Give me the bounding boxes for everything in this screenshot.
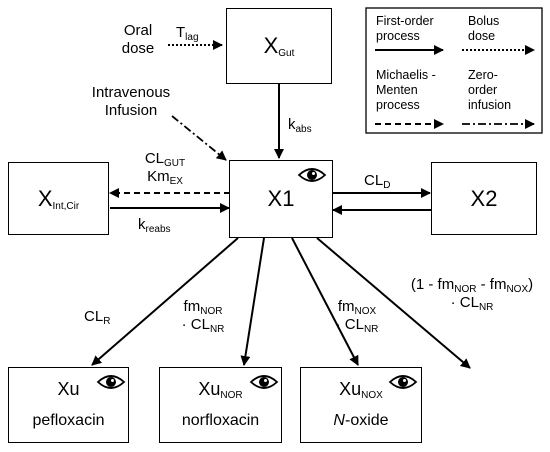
fmnox-arrow bbox=[291, 237, 359, 366]
iv-arrow bbox=[171, 115, 227, 161]
xu2-label: XuNOR bbox=[198, 379, 243, 401]
clgut-label: CLGUT KmEX bbox=[144, 150, 186, 187]
legend-bolus: Bolus dose bbox=[468, 14, 500, 43]
eye-icon bbox=[388, 375, 418, 389]
legend-zero-order: Zero- order infusion bbox=[468, 68, 512, 112]
clr-label: CLR bbox=[84, 308, 111, 327]
kabs-label: kabs bbox=[288, 116, 312, 135]
cld-label: CLD bbox=[364, 172, 391, 191]
legend-first-order: First-order process bbox=[376, 14, 434, 43]
x2-label: X2 bbox=[470, 185, 498, 211]
intestinal-circulation-compartment: XInt,Cir bbox=[8, 162, 109, 235]
fmnox-label: fmNOX · CLNR bbox=[335, 298, 379, 335]
xu3-label: XuNOX bbox=[339, 379, 383, 401]
xu1-name: pefloxacin bbox=[32, 412, 105, 429]
xu2-name: norfloxacin bbox=[181, 412, 260, 429]
xu3-name: N-oxide bbox=[333, 412, 389, 429]
eye-icon bbox=[249, 375, 279, 389]
peripheral-compartment: X2 bbox=[431, 162, 537, 235]
x1-label: X1 bbox=[267, 186, 295, 211]
rest-arrow bbox=[316, 237, 471, 369]
kreabs-label: kreabs bbox=[138, 216, 171, 235]
clr-arrow bbox=[91, 237, 239, 366]
remaining-fraction-label: (1 - fmNOR - fmNOX) · CLNR bbox=[410, 276, 534, 313]
iv-infusion-label: Intravenous Infusion bbox=[91, 84, 171, 119]
gut-label: XGut bbox=[263, 33, 295, 59]
eye-icon bbox=[297, 168, 327, 182]
eye-icon bbox=[96, 375, 126, 389]
tlag-label: Tlag bbox=[176, 24, 199, 43]
fmnor-arrow bbox=[240, 237, 265, 366]
xu1-label: Xu bbox=[57, 379, 80, 399]
oral-dose-label: Oral dose bbox=[121, 22, 155, 57]
legend-box bbox=[365, 7, 543, 134]
urine-noxide-compartment: XuNOX N-oxide bbox=[300, 367, 422, 443]
legend-michaelis-menten: Michaelis -Menten process bbox=[376, 68, 436, 112]
intcir-label: XInt,Cir bbox=[37, 185, 80, 212]
fmnor-label: fmNOR · CLNR bbox=[181, 298, 225, 335]
gut-compartment: XGut bbox=[226, 8, 332, 84]
